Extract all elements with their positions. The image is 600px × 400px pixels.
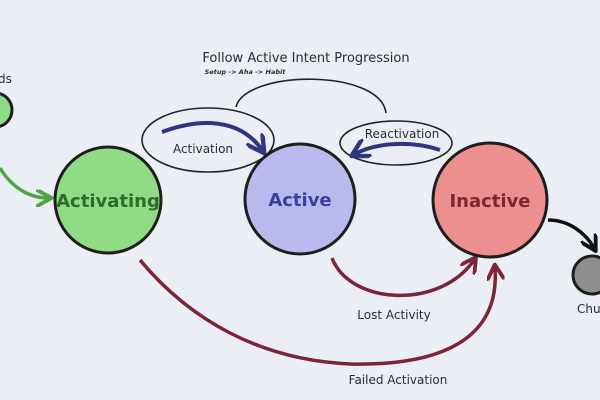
failed-activation-arrow	[138, 258, 495, 366]
diagram-title: Follow Active Intent Progression	[202, 51, 409, 66]
diagram-subtitle: Setup -> Aha -> Habit	[205, 68, 287, 76]
activation-label: Activation	[173, 142, 233, 156]
partial-left-node	[0, 92, 14, 128]
inactive-circle	[431, 141, 549, 259]
active-node[interactable]: Active	[243, 142, 357, 256]
activating-circle	[53, 145, 163, 255]
churn-arrow	[547, 218, 594, 248]
partial-left-label: ds	[0, 72, 12, 86]
churn-label: Chu	[577, 302, 600, 316]
churn-circle	[571, 254, 600, 296]
progression-loop	[235, 78, 387, 114]
activating-node[interactable]: Activating	[53, 145, 163, 255]
active-label: Active	[268, 190, 331, 211]
reactivation-arrow	[355, 144, 441, 154]
reactivation-label: Reactivation	[365, 127, 440, 141]
active-circle	[243, 142, 357, 256]
failed-activation-label: Failed Activation	[349, 373, 448, 387]
lost-activity-arrow	[330, 258, 474, 298]
churn-node[interactable]: Chu	[571, 254, 600, 316]
activation-bubble	[141, 107, 275, 173]
inactive-label: Inactive	[449, 191, 530, 212]
green-entry-arrow	[0, 167, 48, 198]
inactive-node[interactable]: Inactive	[431, 141, 549, 259]
reactivation-bubble	[339, 120, 453, 166]
lost-activity-label: Lost Activity	[357, 308, 430, 322]
activation-arrow	[161, 121, 262, 150]
activating-label: Activating	[56, 191, 160, 212]
